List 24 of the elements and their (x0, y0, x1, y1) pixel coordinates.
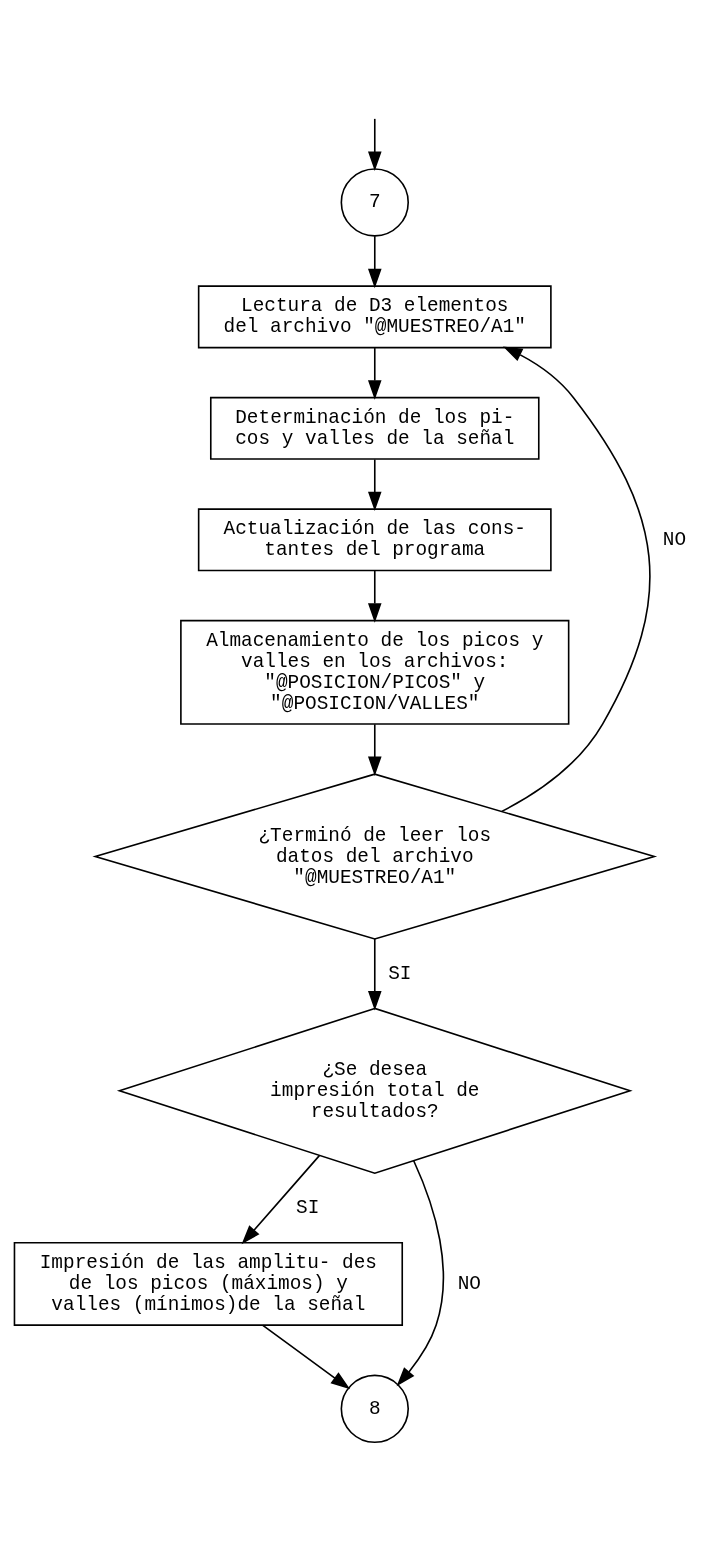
edge-label: NO (457, 1272, 481, 1295)
arrow (367, 118, 382, 172)
node-circle: 8 (340, 1374, 409, 1444)
arrow (262, 1324, 351, 1390)
edge-label: SI (296, 1196, 320, 1219)
node-box: Impresión de las amplitu- des de los picos (máximos) y valles (mínimos)de la señal (13, 1241, 404, 1326)
node-box: Almacenamiento de los picos y valles en los archivos: "@POSICION/PICOS" y "@POSICION/VALLES" (180, 619, 570, 725)
arrow (367, 347, 382, 400)
arrow (367, 723, 382, 776)
node-diamond: ¿Terminó de leer los datos del archivo "@MUESTREO/A1" (92, 773, 658, 940)
edge-label: SI (388, 962, 412, 985)
arrow (367, 458, 382, 512)
arrow (367, 938, 382, 1011)
node-box: Lectura de D3 elementos del archivo "@MUESTREO/A1" (197, 285, 552, 349)
arrow (241, 1154, 321, 1245)
node-circle: 7 (340, 168, 409, 237)
node-box: Determinación de los pi- cos y valles de la señal (209, 396, 540, 460)
edge-label: NO (662, 528, 687, 551)
node-diamond: ¿Se desea impresión total de resultados? (116, 1007, 633, 1175)
arrow (367, 570, 382, 623)
arrow (501, 346, 651, 813)
node-box: Actualización de las cons- tantes del programa (197, 508, 552, 572)
arrow (396, 1160, 445, 1387)
arrow (367, 235, 382, 289)
